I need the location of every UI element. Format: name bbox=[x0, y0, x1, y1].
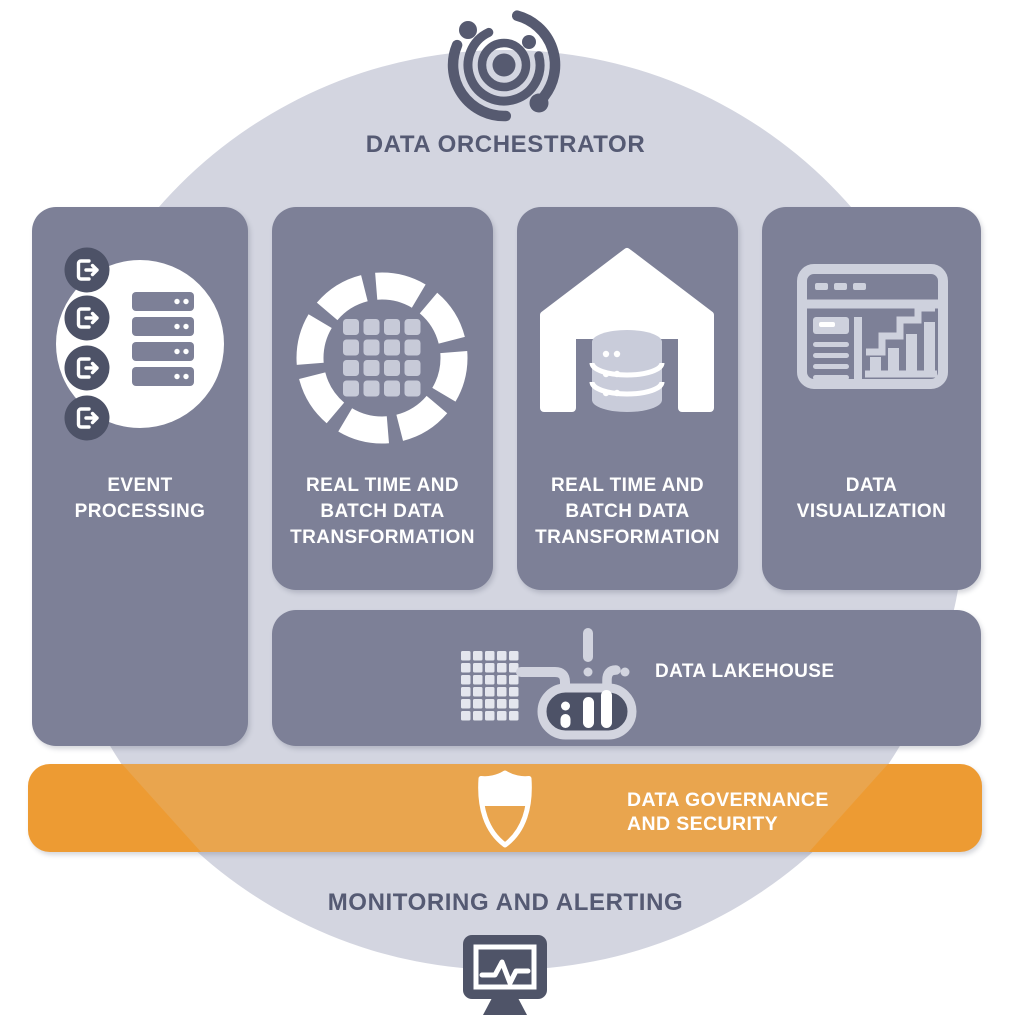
data-lake-funnel-icon bbox=[461, 628, 637, 740]
governance-label: DATA GOVERNANCE AND SECURITY bbox=[627, 789, 829, 835]
panel-label: DATA VISUALIZATION bbox=[796, 475, 947, 522]
dashboard-chart-icon bbox=[797, 264, 948, 389]
panel-label: REAL TIME AND BATCH DATA TRANSFORMATION bbox=[535, 475, 720, 548]
event-servers-icon bbox=[56, 247, 224, 441]
shield-icon bbox=[478, 770, 532, 848]
panel-label: REAL TIME AND BATCH DATA TRANSFORMATION bbox=[290, 475, 475, 548]
lakehouse-label: DATA LAKEHOUSE bbox=[655, 661, 835, 682]
monitoring-pulse-icon bbox=[463, 935, 547, 1015]
warehouse-database-icon bbox=[540, 248, 714, 412]
panel-label: EVENT PROCESSING bbox=[74, 475, 206, 522]
bottom-title: MONITORING AND ALERTING bbox=[327, 889, 684, 916]
top-title: DATA ORCHESTRATOR bbox=[365, 131, 646, 158]
data-orchestrator-orbit-icon bbox=[447, 10, 561, 122]
stream-processing-ring-icon bbox=[296, 272, 468, 444]
